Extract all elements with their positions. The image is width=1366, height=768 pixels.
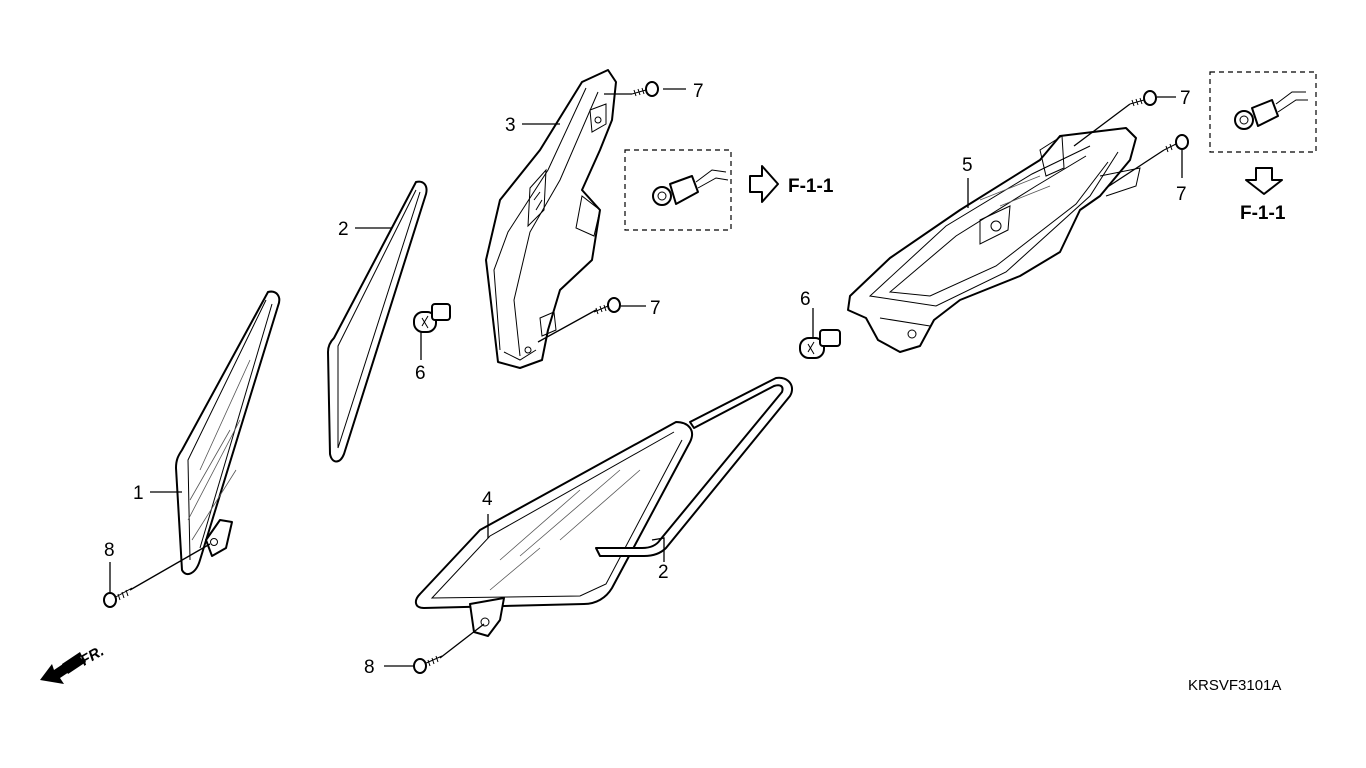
callout-3: 3 [505, 115, 516, 136]
callout-7-upper-left: 7 [693, 81, 704, 102]
leader-lines [109, 88, 1183, 667]
callout-7-lower-left: 7 [650, 298, 661, 319]
callout-2-upper: 2 [338, 219, 349, 240]
callout-6-right: 6 [800, 289, 811, 310]
front-label: FR. [78, 643, 107, 670]
socket-detail-left [624, 149, 732, 231]
part-5-housing [847, 127, 1141, 353]
screw-icon [631, 81, 659, 97]
callout-7-lower-right: 7 [1176, 184, 1187, 205]
callout-6-left: 6 [415, 363, 426, 384]
part-2-gasket-upper [327, 180, 428, 463]
part-1-lens [175, 290, 281, 576]
screw-icon [103, 587, 133, 608]
front-arrow-icon [40, 652, 86, 684]
reference-label-left: F-1-1 [788, 176, 834, 197]
drawing-code: KRSVF3101A [1188, 677, 1281, 694]
callout-8-lower: 8 [364, 657, 375, 678]
bulb-icon [799, 329, 841, 359]
hollow-arrow-icon [1245, 167, 1283, 195]
part-2-gasket-lower [595, 376, 794, 557]
callout-1: 1 [133, 483, 144, 504]
socket-detail-right [1209, 71, 1317, 153]
screw-icon [1163, 134, 1189, 153]
socket-icon [652, 169, 729, 206]
screw-icon [593, 297, 621, 315]
part-4-lens [414, 421, 694, 637]
part-3-housing [485, 69, 617, 369]
hollow-arrow-icon [749, 165, 779, 203]
bulb-icon [413, 303, 451, 333]
callout-5: 5 [962, 155, 973, 176]
screw-icon [413, 655, 443, 674]
callout-7-upper-right: 7 [1180, 88, 1191, 109]
callout-4: 4 [482, 489, 493, 510]
reference-label-right: F-1-1 [1240, 203, 1286, 224]
callout-2-lower: 2 [658, 562, 669, 583]
socket-icon [1234, 91, 1308, 130]
callout-8-left: 8 [104, 540, 115, 561]
screw-icon [1129, 90, 1157, 107]
